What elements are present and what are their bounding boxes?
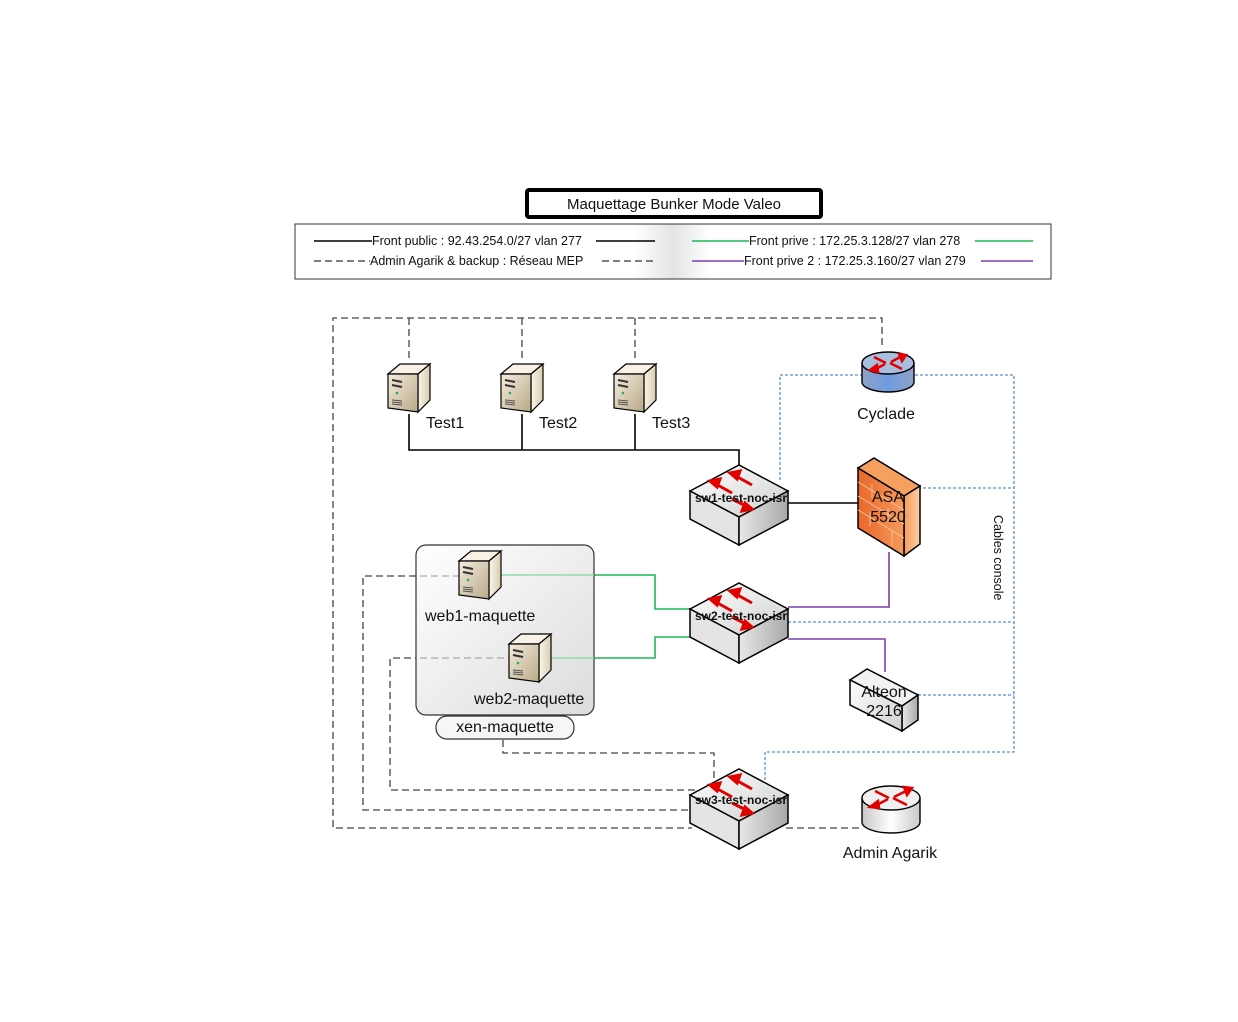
legend-label-front-public: Front public : 92.43.254.0/27 vlan 277 — [372, 234, 582, 248]
server-icon — [386, 362, 432, 414]
label-alteon-line1: Alteon — [861, 684, 906, 701]
server-web1[interactable] — [457, 549, 503, 601]
server-web2[interactable] — [507, 632, 553, 684]
router-icon — [861, 351, 915, 393]
load-balancer-alteon[interactable] — [848, 668, 920, 733]
legend: Front public : 92.43.254.0/27 vlan 277 A… — [294, 223, 1052, 280]
switch-sw1[interactable] — [688, 464, 790, 547]
switch-icon — [688, 464, 790, 547]
label-sw1: sw1-test-noc-isr — [695, 491, 787, 505]
server-test3[interactable] — [612, 362, 658, 414]
legend-label-admin: Admin Agarik & backup : Réseau MEP — [370, 254, 583, 268]
switch-icon — [688, 582, 790, 665]
switch-sw3[interactable] — [688, 768, 790, 851]
front-public-links — [408, 414, 858, 504]
label-sw2: sw2-test-noc-isr — [695, 609, 787, 623]
label-test3: Test3 — [652, 415, 690, 432]
legend-item-front-prive-2: Front prive 2 : 172.25.3.160/27 vlan 279 — [692, 254, 1033, 268]
title-text: Maquettage Bunker Mode Valeo — [567, 196, 781, 213]
legend-item-admin: Admin Agarik & backup : Réseau MEP — [314, 254, 655, 268]
server-icon — [612, 362, 658, 414]
server-icon — [457, 549, 503, 601]
switch-icon — [688, 768, 790, 851]
label-test1: Test1 — [426, 415, 464, 432]
label-sw3: sw3-test-noc-isr — [695, 793, 787, 807]
server-icon — [507, 632, 553, 684]
switch-sw2[interactable] — [688, 582, 790, 665]
diagram-title: Maquettage Bunker Mode Valeo — [525, 188, 823, 219]
front-prive-2-links — [788, 552, 890, 672]
server-test2[interactable] — [499, 362, 545, 414]
label-admin-agarik: Admin Agarik — [843, 845, 938, 862]
legend-label-front-prive-2: Front prive 2 : 172.25.3.160/27 vlan 279 — [744, 254, 966, 268]
load-balancer-icon — [848, 668, 920, 733]
server-icon — [499, 362, 545, 414]
xen-maquette-host[interactable]: xen-maquette — [415, 544, 595, 740]
server-test1[interactable] — [386, 362, 432, 414]
firewall-icon — [856, 457, 922, 558]
label-asa-line1: ASA — [872, 489, 904, 506]
label-cyclade: Cyclade — [857, 406, 915, 423]
router-admin-agarik[interactable] — [861, 785, 921, 834]
label-web2: web2-maquette — [473, 691, 584, 708]
router-cyclade[interactable] — [861, 351, 915, 393]
label-web1: web1-maquette — [424, 608, 535, 625]
legend-label-front-prive: Front prive : 172.25.3.128/27 vlan 278 — [749, 234, 960, 248]
label-xen: xen-maquette — [456, 719, 554, 736]
legend-item-front-prive: Front prive : 172.25.3.128/27 vlan 278 — [692, 234, 1033, 248]
firewall-asa[interactable] — [856, 457, 922, 558]
router-icon — [861, 785, 921, 834]
label-test2: Test2 — [539, 415, 577, 432]
xen-label-pill — [435, 715, 575, 740]
legend-item-front-public: Front public : 92.43.254.0/27 vlan 277 — [314, 234, 655, 248]
label-asa-line2: 5520 — [870, 509, 906, 526]
cables-console-label: Cables console — [991, 515, 1005, 601]
label-alteon-line2: 2216 — [866, 703, 902, 720]
